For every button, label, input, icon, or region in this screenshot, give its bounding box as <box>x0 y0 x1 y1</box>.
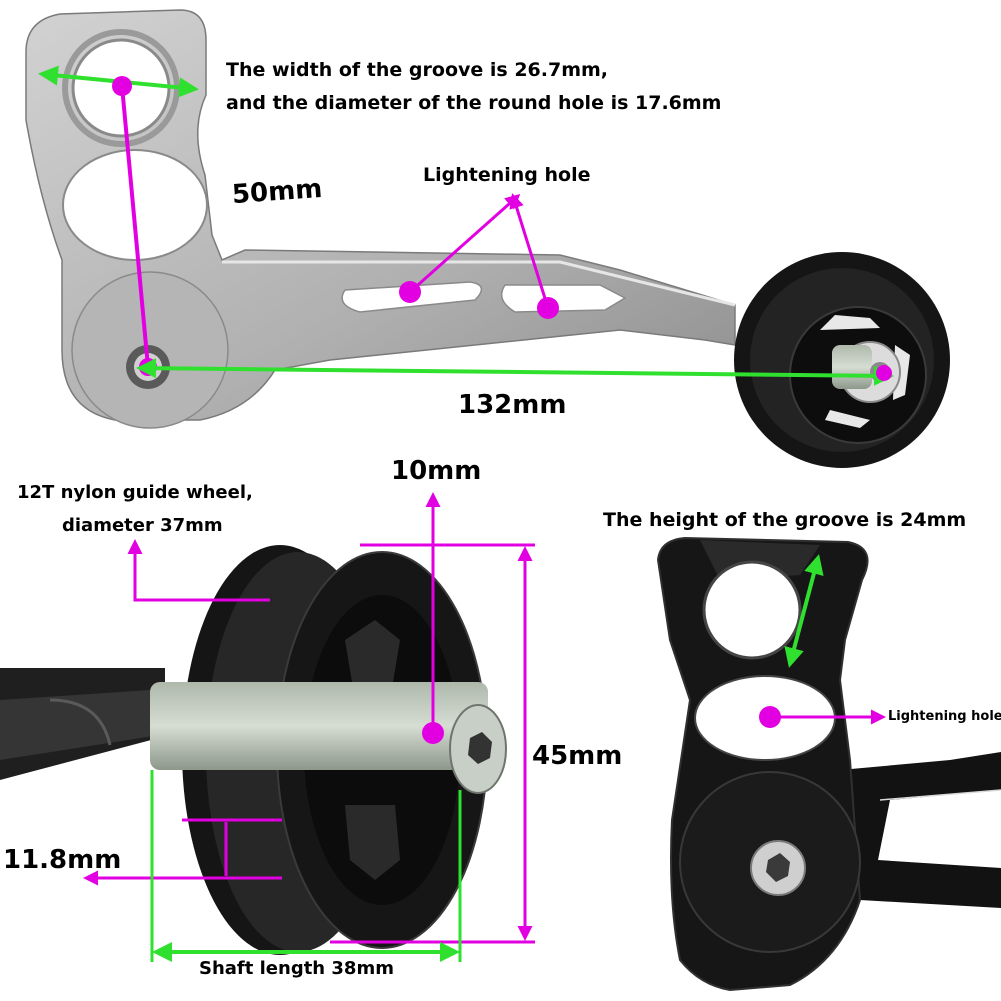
50mm-dimension-line <box>120 85 150 368</box>
lightening-hole-label-top: Lightening hole <box>423 164 591 186</box>
black-round-hole <box>702 560 802 660</box>
guide-wheel-leader <box>127 539 270 602</box>
shaft-length-label: Shaft length 38mm <box>199 958 394 979</box>
black-arm-extension <box>840 752 1001 908</box>
groove-width-text-line1: The width of the groove is 26.7mm, <box>226 59 609 81</box>
groove-width-text-line2: and the diameter of the round hole is 17… <box>226 92 722 114</box>
guide-wheel-text-line2: diameter 37mm <box>62 515 223 536</box>
50mm-label: 50mm <box>231 173 324 211</box>
top-annotations <box>38 65 894 386</box>
lightening-dot-1 <box>399 281 421 303</box>
silver-arm-upper-strut <box>222 260 736 307</box>
groove-height-label: The height of the groove is 24mm <box>603 509 967 531</box>
lightening-hole-label-right: Lightening hole <box>888 709 1001 724</box>
11-8mm-label: 11.8mm <box>3 845 122 875</box>
45mm-label: 45mm <box>532 741 623 771</box>
132mm-label: 132mm <box>458 390 567 420</box>
wheel-center-dot <box>876 365 892 381</box>
groove-height-dimension-line <box>784 554 824 668</box>
wheel-closeup-annotations <box>83 492 535 962</box>
lightening-leader-2 <box>509 193 550 309</box>
wheel-closeup-shaft <box>150 682 488 770</box>
lightening-dot-2 <box>537 297 559 319</box>
wheel-closeup <box>0 545 507 955</box>
10mm-dot <box>422 722 444 744</box>
black-wheel-top <box>734 252 950 468</box>
10mm-label: 10mm <box>391 456 482 486</box>
lightening-leader-1 <box>409 194 521 294</box>
guide-wheel-text-line1: 12T nylon guide wheel, <box>17 482 253 503</box>
132mm-dimension-line <box>136 358 894 386</box>
black-tensioner-arm <box>656 536 1001 992</box>
silver-arm-slot-2 <box>500 284 627 313</box>
black-arm-annotations <box>759 554 886 728</box>
